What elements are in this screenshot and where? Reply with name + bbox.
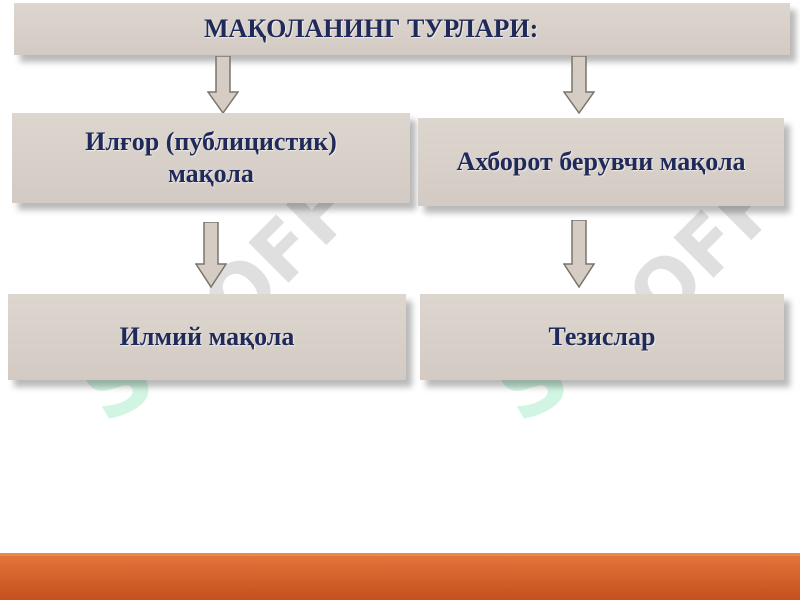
node-axborot-maqola: Ахборот берувчи мақола: [418, 118, 784, 206]
node-ilgor-maqola: Илғор (публицистик) мақола: [12, 113, 410, 203]
arrow-down-icon: [563, 220, 595, 288]
diagram-title: МАҚОЛАНИНГ ТУРЛАРИ:: [14, 3, 790, 55]
footer-bar: [0, 553, 800, 600]
node-tezislar: Тезислар: [420, 294, 784, 380]
node-ilmiy-maqola: Илмий мақола: [8, 294, 406, 380]
node-ilgor-text: Илғор (публицистик) мақола: [85, 127, 337, 188]
diagram-title-text: МАҚОЛАНИНГ ТУРЛАРИ:: [204, 14, 539, 43]
node-ilmiy-text: Илмий мақола: [119, 322, 295, 351]
arrow-down-icon: [563, 56, 595, 114]
node-tezis-text: Тезислар: [548, 322, 656, 351]
arrow-down-icon: [195, 222, 227, 288]
arrow-down-icon: [207, 56, 239, 114]
node-axborot-text: Ахборот берувчи мақола: [456, 147, 746, 176]
